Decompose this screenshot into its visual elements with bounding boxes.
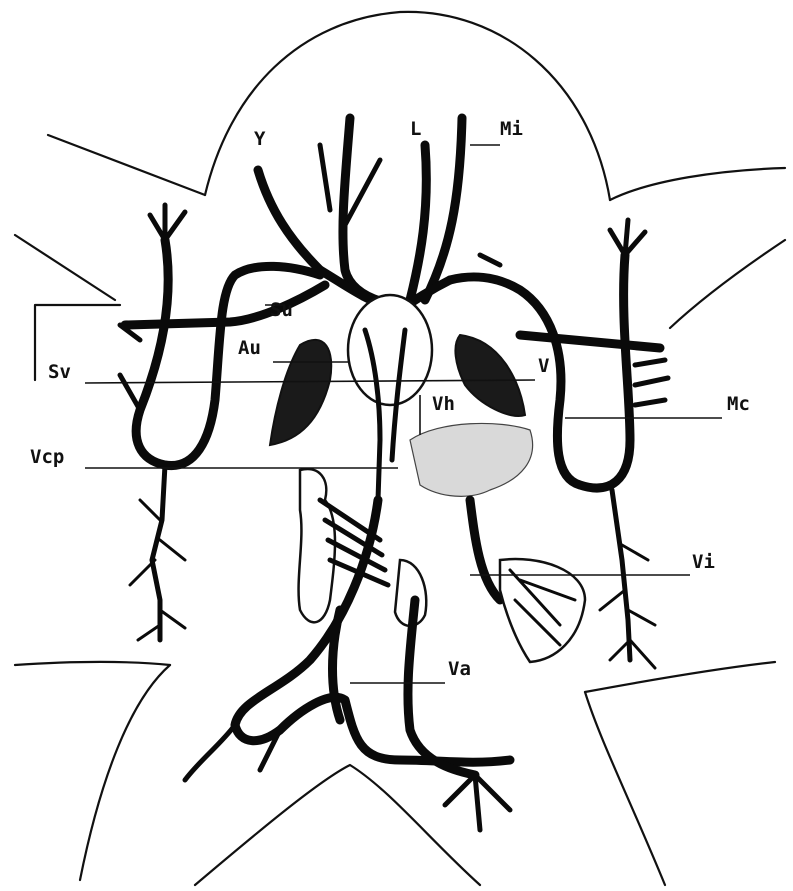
label-Mc: Mc xyxy=(727,393,750,415)
viscera xyxy=(299,423,585,662)
body-outline xyxy=(15,12,785,885)
label-Vi: Vi xyxy=(692,551,715,573)
label-Y: Y xyxy=(254,128,266,150)
label-Mi: Mi xyxy=(500,118,523,140)
label-Au: Au xyxy=(238,337,261,359)
label-Vcp: Vcp xyxy=(30,446,64,468)
label-L: L xyxy=(410,118,421,140)
label-Su: Su xyxy=(270,299,293,321)
label-Va: Va xyxy=(448,658,471,680)
label-Vh: Vh xyxy=(432,393,455,415)
label-V: V xyxy=(538,355,549,377)
label-Sv: Sv xyxy=(48,361,71,383)
